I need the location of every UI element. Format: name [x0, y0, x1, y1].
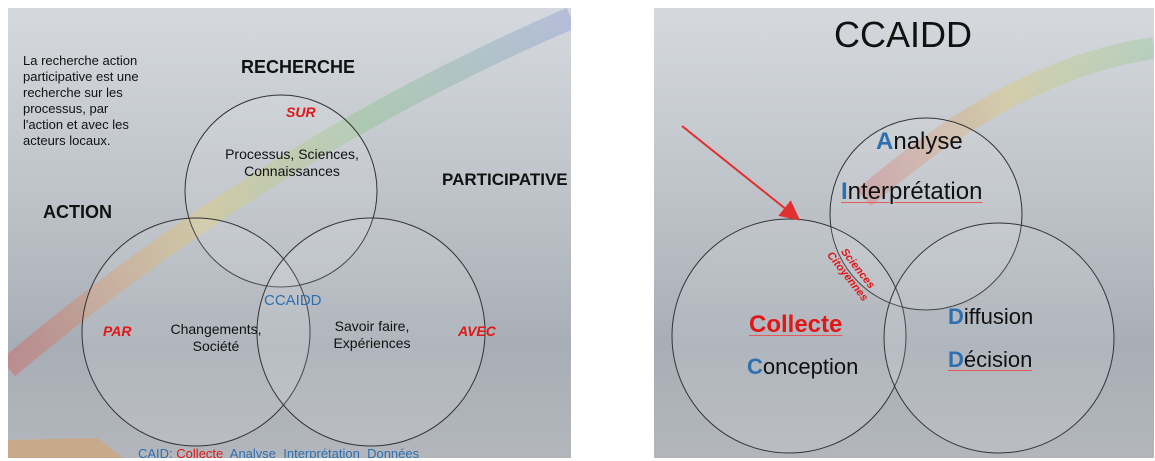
rainbow-arc [8, 8, 571, 377]
footer-legend: CAID: Collecte Analyse Interprétation Do… [138, 446, 419, 458]
conception-rest: onception [762, 354, 859, 379]
conception-text: Conception [747, 354, 858, 380]
diffusion-text: Diffusion [948, 304, 1033, 330]
diffusion-initial: D [948, 304, 964, 329]
sur-label: SUR [286, 104, 316, 120]
center-label: CCAIDD [264, 292, 322, 309]
right-slide-graphics [671, 37, 1154, 454]
circle-action [81, 217, 311, 447]
recherche-title: RECHERCHE [241, 57, 356, 77]
interpretation-rest: nterprétation [847, 178, 983, 205]
bottom-left-ground [8, 438, 123, 458]
analyse-text: Analyse [876, 128, 963, 156]
decision-initial: D [948, 347, 964, 372]
circle-analyse [829, 117, 1023, 311]
footer-collecte: Collecte [176, 446, 224, 458]
analyse-rest: nalyse [893, 128, 963, 155]
interpretation-initial: I [841, 178, 848, 205]
interpretation-text: Interprétation [841, 178, 982, 206]
circle-recherche [184, 94, 378, 288]
right-circle-text: Savoir faire, Expériences [333, 318, 411, 351]
decision-rest: écision [963, 347, 1033, 372]
decision-text: Décision [948, 347, 1032, 373]
participative-title: PARTICIPATIVE [442, 170, 568, 189]
left-slide: La recherche action participative est un… [8, 8, 571, 458]
intro-text: La recherche action participative est un… [23, 53, 139, 148]
top-circle-text: Processus, Sciences, Connaissances [225, 146, 359, 179]
left-slide-graphics [8, 8, 571, 458]
avec-label: AVEC [458, 323, 496, 339]
conception-initial: C [747, 354, 763, 379]
circle-participative [256, 217, 486, 447]
action-title: ACTION [43, 202, 112, 222]
pointer-arrow [681, 125, 801, 221]
diffusion-rest: iffusion [963, 304, 1034, 329]
right-title: CCAIDD [834, 14, 973, 55]
right-slide: CCAIDD Analyse Interprétation Collecte C… [654, 8, 1154, 458]
footer-rest: Analyse Interprétation Données [223, 446, 420, 458]
par-label: PAR [103, 323, 132, 339]
collecte-text: Collecte [749, 311, 843, 338]
footer-prefix: CAID: [138, 446, 177, 458]
analyse-initial: A [876, 128, 894, 155]
left-circle-text: Changements, Société [170, 321, 262, 354]
rainbow-arc [856, 37, 1154, 207]
circle-diffusion [883, 222, 1115, 454]
